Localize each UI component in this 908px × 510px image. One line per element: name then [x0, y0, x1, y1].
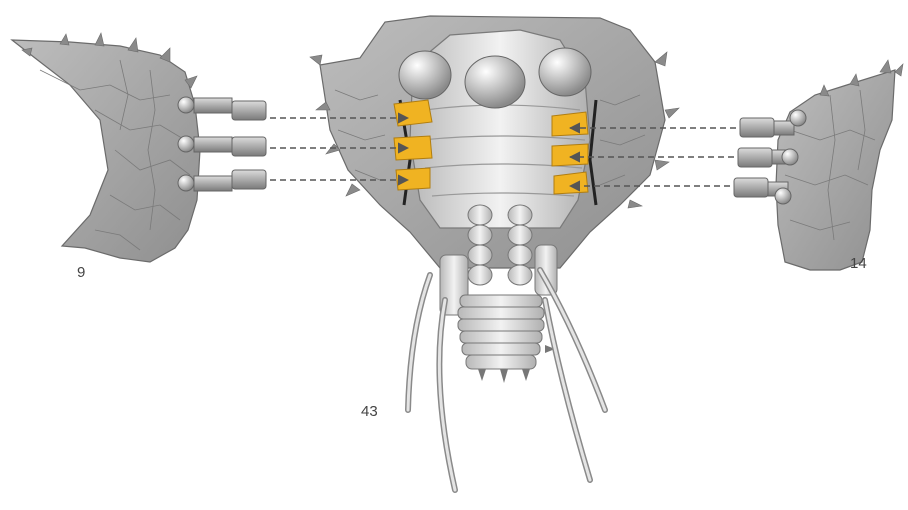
left-joint-sockets [394, 100, 432, 190]
central-body [310, 16, 679, 268]
part-label-14: 14 [850, 255, 867, 272]
right-joint-sockets [552, 112, 588, 194]
peg-connector-icon [734, 178, 791, 204]
part-label-43: 43 [361, 403, 378, 420]
part-label-9: 9 [77, 264, 85, 281]
left-pegs [178, 97, 266, 191]
peg-connector-icon [738, 148, 798, 167]
right-plate [776, 60, 903, 270]
left-plate [12, 33, 200, 262]
